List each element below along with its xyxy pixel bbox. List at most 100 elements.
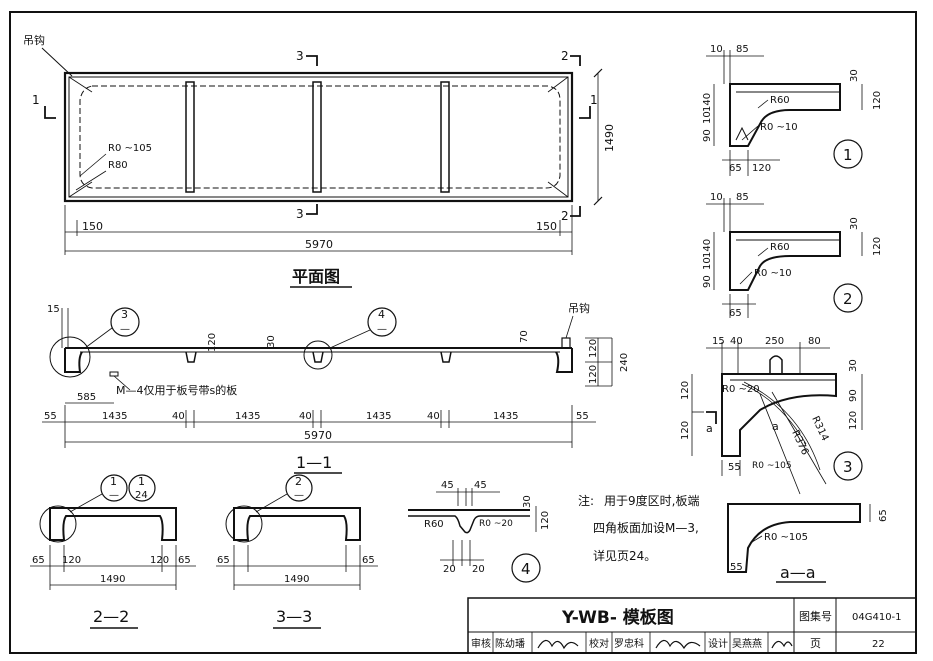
section-3-3: 2 — 65 65 1490 3—3 [216,474,378,629]
s11-dim-1435-a: 1435 [102,411,127,422]
s11-bubble-3 [110,307,140,337]
saa-dim-65: 65 [878,509,889,522]
s11-bubble4-leader [329,329,371,349]
plan-radius-leader [79,153,107,177]
s22-title: 2—2 [93,607,129,626]
d1-r0: R0 ~10 [760,122,798,133]
plan-dim-tick [593,196,603,206]
s11-dim-70: 70 [519,330,530,343]
tb-checker-signature [655,639,701,650]
s11-bubble4-top: 4 [378,308,385,321]
plan-slab-rim [68,76,569,198]
tb-atlas-no: 04G410-1 [852,612,902,623]
detail-4: 45 45 R60 R0 ~20 30 120 20 20 4 [408,480,551,583]
s11-dim-30: 30 [266,335,277,348]
d2-dim-85: 85 [736,192,749,203]
d3-cut-a-mark-l [706,411,717,424]
d1-r0-leader [741,125,759,141]
s11-dim-1435-c: 1435 [366,411,391,422]
s11-detail3-circle [49,336,91,378]
s11-dim-120-top: 120 [207,333,218,352]
s11-dim-55-right: 55 [576,411,589,422]
d4-r60: R60 [424,519,444,530]
title-block: Y-WB- 模板图 图集号 04G410-1 审核 陈幼璠 校对 罗忠科 设计 … [467,597,917,654]
s11-hook-label: 吊钩 [568,301,590,315]
d1-number-circle [833,139,863,169]
d1-number: 1 [843,146,853,164]
d4-number: 4 [521,560,531,578]
s11-bubble-4 [367,307,397,337]
d4-r0: R0 ~20 [479,519,513,529]
d1-r60: R60 [770,95,790,106]
s22-bubble2-bottom: 24 [135,490,148,501]
plan-r80-leader [75,170,107,191]
plan-r80-label: R80 [108,160,128,171]
s33-bubble-top: 2 [295,475,302,488]
s22-bubble-1 [100,474,128,502]
plan-cut3-top-mark [306,55,318,66]
s11-dim-585: 585 [77,392,96,403]
d1-dim-90: 90 [702,129,713,142]
d2-number-circle [833,283,863,313]
d4-dim-20-b: 20 [472,564,485,575]
d2-dim-65: 65 [729,308,742,319]
s11-rib [312,351,324,363]
d3-r314: R314 [809,415,830,443]
plan-corner-diag [547,181,569,198]
s11-bubble3-bottom: — [120,324,130,335]
plan-cut3-top-label: 3 [296,49,304,63]
tb-designer: 吴燕燕 [732,638,762,650]
d1-dim-65: 65 [729,163,742,174]
plan-cut1-left-label: 1 [32,93,40,107]
s11-bubble4-bottom: — [377,324,387,335]
plan-hook-leader [41,47,73,77]
plan-rib [312,81,322,193]
detail-3: 15 40 250 80 R314 R376 R0 ~20 R0 ~105 a … [680,336,863,495]
d1-dim-120: 120 [872,91,883,110]
s11-detail4-circle [303,340,333,370]
plan-cut2-top-label: 2 [561,49,569,63]
d1-r60-leader [757,99,769,109]
s22-dim-120-r: 120 [150,555,169,566]
note-line-2: 四角板面加设M—3, [593,521,699,535]
d3-r376: R376 [789,429,810,457]
d3-cut-a-left: a [706,422,713,435]
plan-dim-total: 5970 [305,238,333,251]
plan-rib [185,81,195,193]
plan-hook-label: 吊钩 [23,33,45,47]
saa-r0-leader [751,535,763,543]
s11-hook-shape [561,337,571,349]
note-line-3: 详见页24。 [593,548,656,563]
s22-bubble-leader [69,493,103,513]
d3-dim-90: 90 [848,389,859,402]
d1-dim-120b: 120 [752,163,771,174]
s22-bubble-2 [128,474,156,502]
plan-corner-diag [547,76,569,93]
sheet-border [9,11,917,654]
d3-dim-250: 250 [765,336,784,347]
saa-title: a—a [780,563,816,582]
d2-outline [729,231,841,291]
tb-title: Y-WB- 模板图 [561,607,674,628]
s11-dim-120-r2: 120 [588,365,599,384]
d3-r0: R0 ~20 [722,384,760,395]
d2-dim-10v: 10 [702,257,713,270]
s22-dim-120-l: 120 [62,555,81,566]
tb-checker: 罗忠科 [614,637,644,650]
d3-dim-120-l2: 120 [680,421,691,440]
s33-dim-total: 1490 [284,574,309,585]
d3-dim-15: 15 [712,336,725,347]
d1-chamfer [735,126,749,141]
d2-dim-90: 90 [702,275,713,288]
section-1-1: 15 吊钩 3 — 4 — 120 30 70 [42,301,630,474]
tb-frame [467,597,917,654]
s11-dim-120-r1: 120 [588,339,599,358]
plan-cut2-bottom-mark [570,206,581,217]
d3-radius-line [771,391,827,485]
s11-m4-leader [113,375,131,391]
plan-dim-height: 1490 [603,124,616,152]
saa-dim-55: 55 [730,562,743,573]
d4-dim-120: 120 [540,511,551,530]
s11-dim-40-a: 40 [172,411,185,422]
